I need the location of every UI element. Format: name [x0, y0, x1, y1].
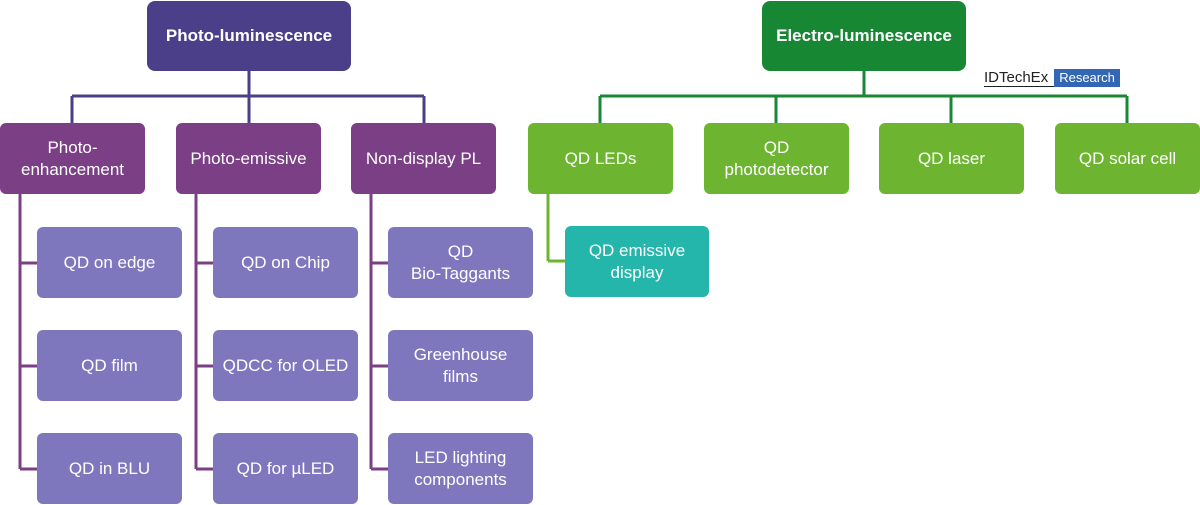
- leaf-qd-on-chip: QD on Chip: [213, 227, 358, 298]
- category-qd-laser: QD laser: [879, 123, 1024, 194]
- leaf-qd-emissive-display: QD emissive display: [565, 226, 709, 297]
- leaf-qd-bio-taggants: QD Bio-Taggants: [388, 227, 533, 298]
- category-photo-emissive: Photo-emissive: [176, 123, 321, 194]
- leaf-qdcc-for-oled: QDCC for OLED: [213, 330, 358, 401]
- category-qd-photodetector: QD photodetector: [704, 123, 849, 194]
- idtechex-logo: IDTechEx Research: [984, 68, 1120, 88]
- leaf-greenhouse-films: Greenhouse films: [388, 330, 533, 401]
- category-qd-leds: QD LEDs: [528, 123, 673, 194]
- leaf-qd-for-uled: QD for µLED: [213, 433, 358, 504]
- leaf-led-lighting-components: LED lighting components: [388, 433, 533, 504]
- leaf-qd-in-blu: QD in BLU: [37, 433, 182, 504]
- photo-luminescence-root: Photo-luminescence: [147, 1, 351, 71]
- leaf-qd-on-edge: QD on edge: [37, 227, 182, 298]
- category-qd-solar-cell: QD solar cell: [1055, 123, 1200, 194]
- electro-luminescence-root: Electro-luminescence: [762, 1, 966, 71]
- brand-tag: Research: [1054, 69, 1120, 87]
- brand-name: IDTechEx: [984, 69, 1055, 87]
- category-non-display-pl: Non-display PL: [351, 123, 496, 194]
- category-photo-enhancement: Photo- enhancement: [0, 123, 145, 194]
- leaf-qd-film: QD film: [37, 330, 182, 401]
